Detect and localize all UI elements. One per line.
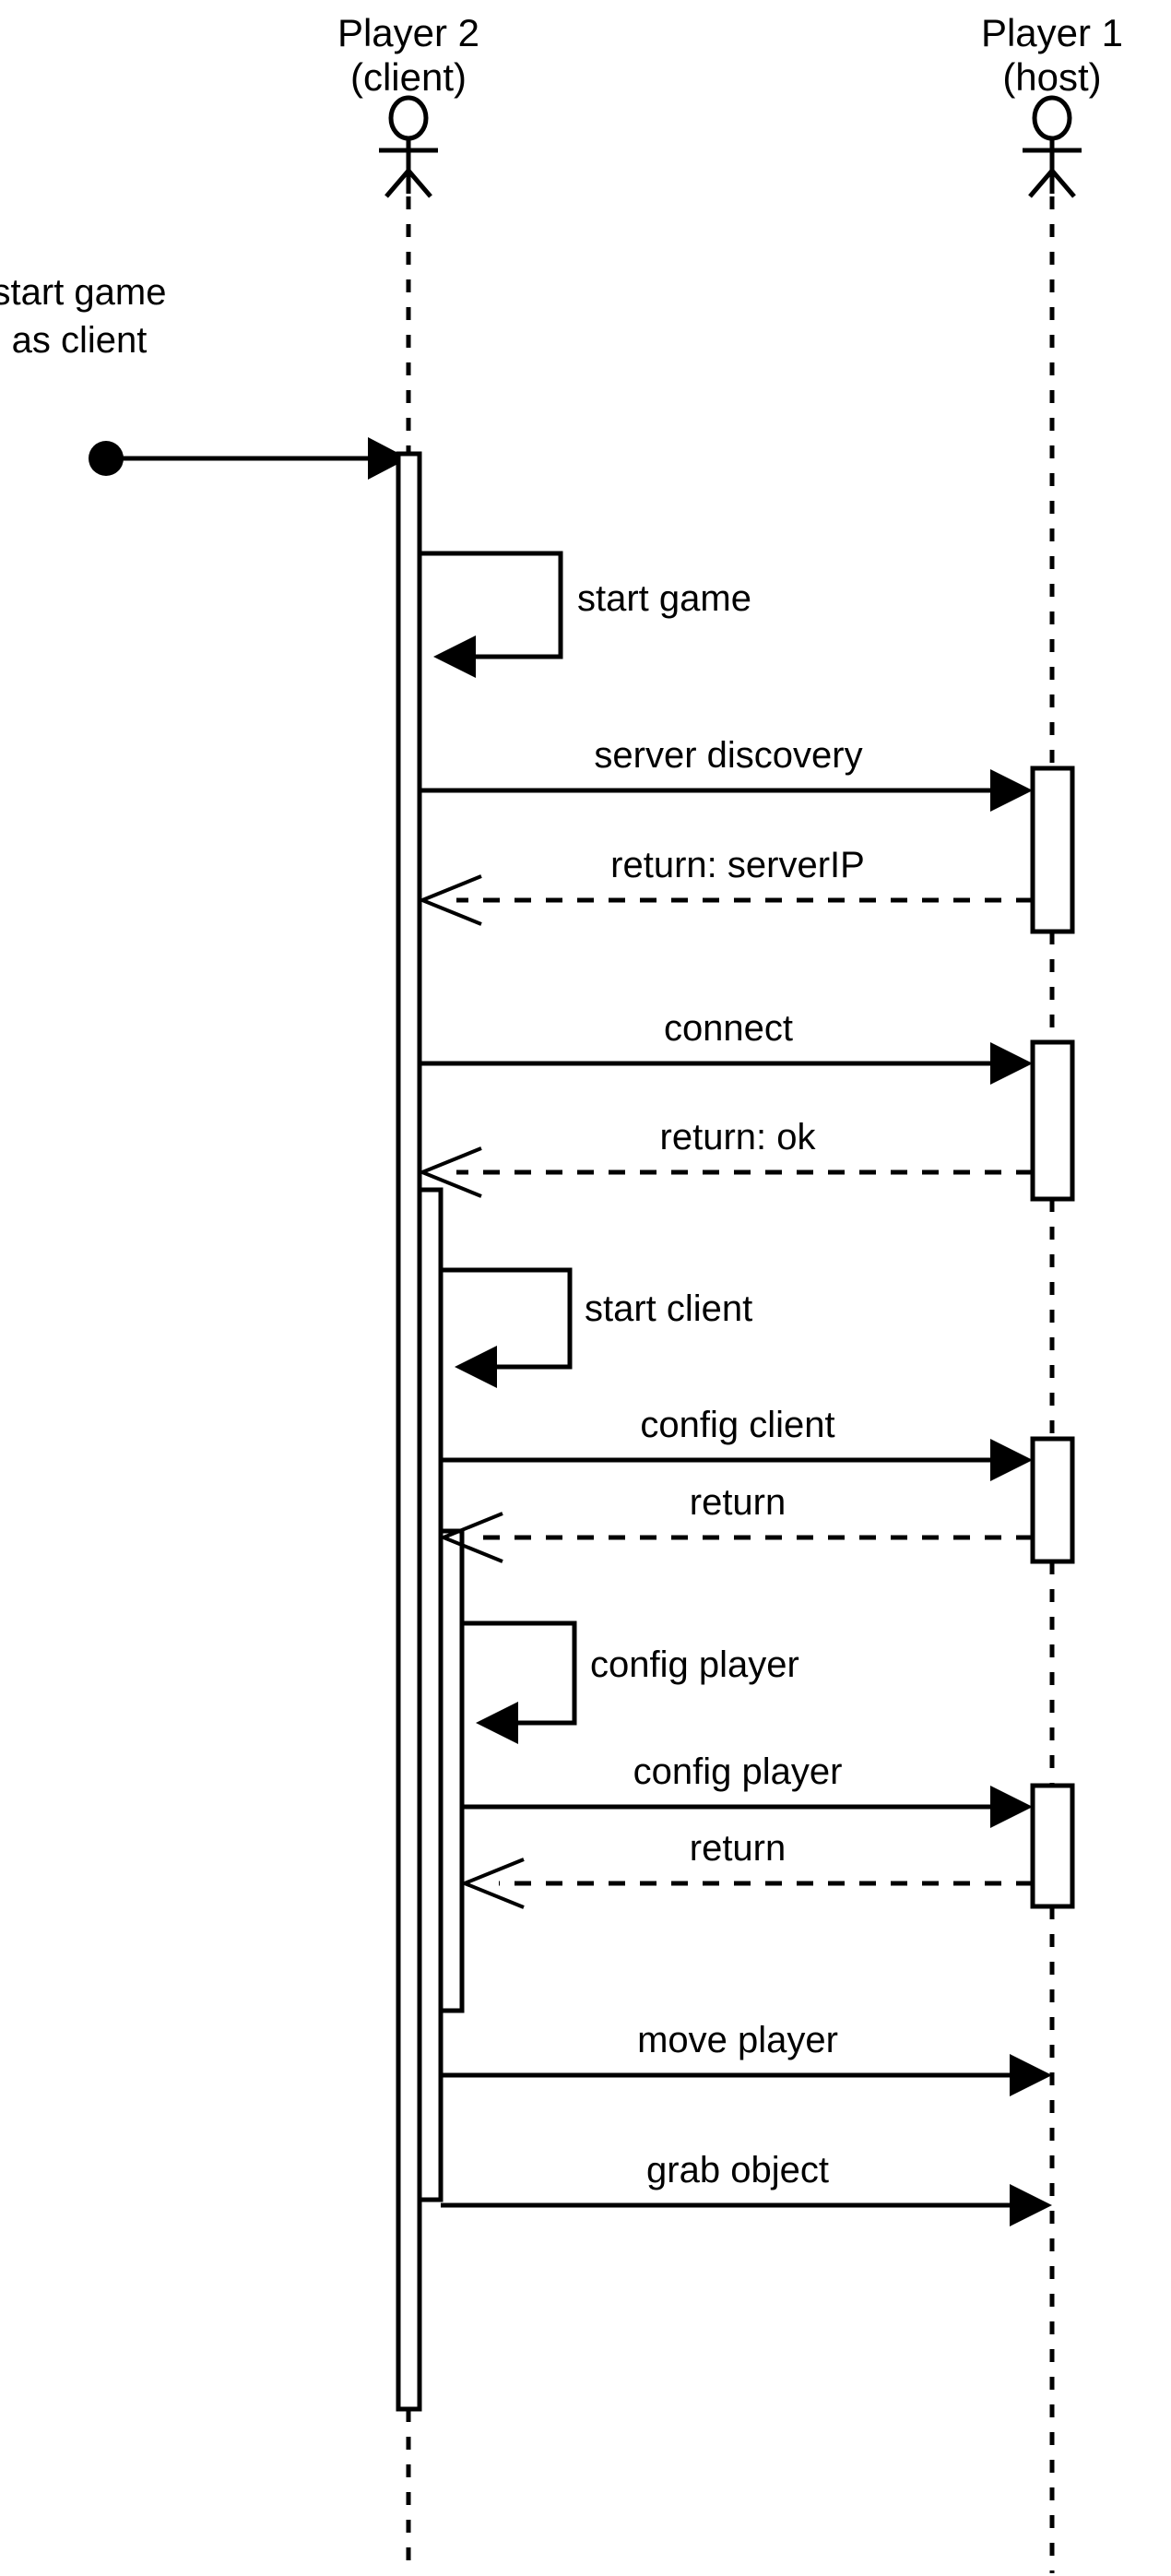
message-start-game-self-path <box>420 551 563 659</box>
message-start-game-self-arrowhead <box>433 635 476 678</box>
message-start-game-self-label: start game <box>577 578 751 619</box>
message-start-client-self-label: start client <box>585 1288 752 1329</box>
message-return-config-player-label: return <box>690 1828 787 1869</box>
activation-player2-level1 <box>396 451 422 2412</box>
message-return-config-player[interactable]: return <box>459 1828 1033 1909</box>
activation-player1-server-discovery <box>1030 766 1075 934</box>
message-connect[interactable]: connect <box>420 1008 1033 1085</box>
message-grab-object[interactable]: grab object <box>441 2150 1052 2226</box>
message-start-client-self-arrowhead <box>455 1346 497 1388</box>
message-server-discovery-label: server discovery <box>594 735 862 776</box>
message-return-config-player-arrowhead <box>459 1858 525 1909</box>
actor-player2-name-line2: (client) <box>350 55 467 99</box>
message-start-client-self-path <box>441 1267 573 1370</box>
found-message-start-game-as-client[interactable]: start game as client <box>0 272 408 480</box>
activation-player2-level2 <box>417 1187 444 2202</box>
actor-player1-name-line1: Player 1 <box>981 11 1123 54</box>
message-return-serverip-label: return: serverIP <box>610 845 865 885</box>
message-return-config-client-arrowhead <box>438 1512 503 1563</box>
message-config-client-arrowhead <box>990 1439 1033 1481</box>
activation-player1-config-player <box>1030 1783 1075 1909</box>
message-return-serverip-arrowhead <box>417 874 482 926</box>
message-config-player-host[interactable]: config player <box>462 1751 1033 1828</box>
message-config-client[interactable]: config client <box>441 1405 1033 1481</box>
message-return-serverip[interactable]: return: serverIP <box>417 845 1033 926</box>
message-grab-object-arrowhead <box>1010 2184 1052 2226</box>
message-config-player-self[interactable]: config player <box>462 1620 799 1744</box>
message-config-player-self-label: config player <box>590 1644 799 1685</box>
message-connect-label: connect <box>664 1008 793 1049</box>
message-grab-object-label: grab object <box>646 2150 829 2190</box>
message-return-ok-arrowhead <box>417 1146 482 1198</box>
actor-player2[interactable]: Player 2 (client) <box>337 11 479 2573</box>
message-return-config-client[interactable]: return <box>438 1482 1033 1563</box>
message-config-player-host-label: config player <box>633 1751 843 1792</box>
actor-player1-stick-figure-icon <box>1023 95 1082 198</box>
message-start-game-self[interactable]: start game <box>420 551 751 678</box>
actor-player2-stick-figure-icon <box>379 95 438 198</box>
activation-player1-connect <box>1030 1039 1075 1202</box>
message-config-player-self-arrowhead <box>476 1702 518 1744</box>
activation-player1-config-client <box>1030 1436 1075 1564</box>
message-config-player-host-arrowhead <box>990 1786 1033 1828</box>
found-message-arrowhead <box>368 437 408 480</box>
message-start-client-self[interactable]: start client <box>441 1267 752 1388</box>
message-connect-arrowhead <box>990 1042 1033 1085</box>
found-message-start-dot <box>89 441 124 476</box>
message-config-client-label: config client <box>640 1405 834 1445</box>
message-move-player[interactable]: move player <box>441 2020 1052 2096</box>
message-return-config-client-label: return <box>690 1482 787 1523</box>
message-return-ok-label: return: ok <box>660 1117 817 1157</box>
actor-player1[interactable]: Player 1 (host) <box>981 11 1123 2573</box>
activation-player2-level3 <box>438 1528 465 2013</box>
message-config-player-self-path <box>462 1620 577 1726</box>
message-return-ok[interactable]: return: ok <box>417 1117 1033 1198</box>
message-server-discovery[interactable]: server discovery <box>420 735 1033 812</box>
message-server-discovery-arrowhead <box>990 769 1033 812</box>
actor-player1-name-line2: (host) <box>1002 55 1101 99</box>
actor-player2-name-line1: Player 2 <box>337 11 479 54</box>
found-message-label-line2: as client <box>12 320 148 361</box>
message-move-player-arrowhead <box>1010 2054 1052 2096</box>
found-message-label-line1: start game <box>0 272 166 313</box>
message-move-player-label: move player <box>637 2020 838 2060</box>
